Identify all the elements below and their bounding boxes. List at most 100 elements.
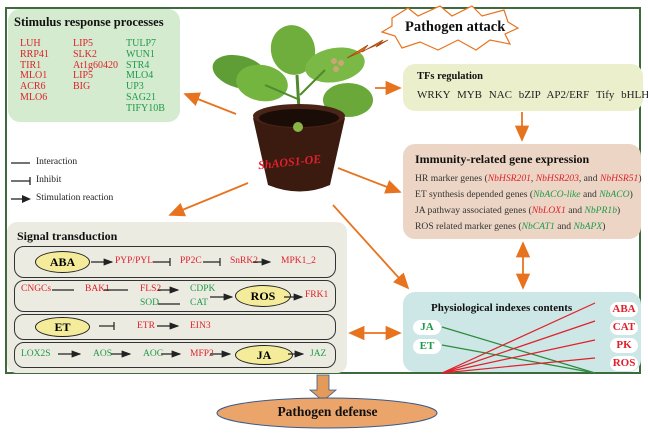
sep: and xyxy=(580,189,600,200)
pathway-node: CDPK xyxy=(190,284,216,294)
gene-label: MLO6 xyxy=(20,91,48,103)
pathway-node: LOX2S xyxy=(21,349,51,359)
down-block-arrow-icon xyxy=(308,374,338,402)
correlation-line-pk xyxy=(441,339,596,374)
row-suffix: ) xyxy=(638,173,642,184)
immunity-box: Immunity-related gene expression HR mark… xyxy=(403,144,642,239)
gene-label: LUH xyxy=(20,38,41,49)
stimulus-response-box: Stimulus response processes LUH RRP41 TI… xyxy=(8,9,180,122)
ros-hormone-node: ROS xyxy=(235,285,291,307)
defense-ellipse-icon xyxy=(216,397,438,429)
stimulation-arrowhead-icon xyxy=(22,195,31,203)
correlation-line-et xyxy=(441,344,596,374)
row-prefix: HR marker genes ( xyxy=(415,173,488,184)
gene-label: MLO1 xyxy=(20,70,48,82)
pathway-node: AOS xyxy=(93,349,113,359)
pathway-node: FLS2 xyxy=(140,284,162,294)
gene-name: NbPR1b xyxy=(584,205,617,216)
pathway-node: PP2C xyxy=(180,256,202,266)
gene-label: LIP5 xyxy=(73,38,93,49)
tfs-list: WRKY MYB NAC bZIP AP2/ERF Tify bHLH xyxy=(417,89,648,101)
pathway-node: ETR xyxy=(137,321,155,331)
physio-left-ja: JA xyxy=(413,320,441,335)
gene-label: BIG xyxy=(73,81,91,93)
physio-right-pk: PK xyxy=(610,338,638,353)
legend-stimulation: Stimulation reaction xyxy=(36,193,114,203)
gene-name: NbLOX1 xyxy=(531,205,566,216)
pathway-node: SOD xyxy=(140,298,160,308)
physio-title: Physiological indexes contents xyxy=(431,302,573,314)
gene-label: WUN1 xyxy=(126,48,155,60)
pathway-node: FRK1 xyxy=(305,290,329,300)
ja-hormone-node: JA xyxy=(235,345,293,365)
pathway-node: EIN3 xyxy=(190,321,211,331)
aba-hormone-node: ABA xyxy=(35,251,90,273)
gene-label: LIP5 xyxy=(73,70,93,82)
pathway-node: CAT xyxy=(190,298,208,308)
correlation-line-aba xyxy=(441,302,596,374)
pathogen-attack-label: Pathogen attack xyxy=(405,19,506,35)
gene-name: NbACO xyxy=(599,189,630,200)
sep: , xyxy=(530,173,536,184)
gene-name: NbCAT1 xyxy=(521,221,555,232)
pathway-node: SnRK2 xyxy=(230,256,258,266)
legend-interaction: Interaction xyxy=(36,157,78,167)
immunity-title: Immunity-related gene expression xyxy=(415,152,590,166)
gene-label: At1g60420 xyxy=(73,59,118,71)
tfs-regulation-box: TFs regulation WRKY MYB NAC bZIP AP2/ERF… xyxy=(403,64,648,111)
immunity-row: ROS related marker genes (NbCAT1 and NbA… xyxy=(415,221,605,232)
row-prefix: ROS related marker genes ( xyxy=(415,221,522,232)
pathway-node: JAZ xyxy=(310,349,327,359)
gene-label: STR4 xyxy=(126,59,150,71)
immunity-row: JA pathway associated genes (NbLOX1 and … xyxy=(415,205,620,216)
gene-label: TIR1 xyxy=(20,59,42,71)
physio-right-cat: CAT xyxy=(610,320,638,335)
gene-label: TIFY10B xyxy=(126,102,165,114)
gene-name: NbHSR201 xyxy=(487,173,531,184)
sep: and xyxy=(554,221,574,232)
immunity-row: ET synthesis depended genes (NbACO-like … xyxy=(415,189,633,200)
row-suffix: ) xyxy=(602,221,606,232)
pathway-node: MFP2 xyxy=(190,349,214,359)
gene-label: TULP7 xyxy=(126,38,156,49)
signal-title: Signal transduction xyxy=(17,229,118,243)
gene-name: NbACO-like xyxy=(533,189,581,200)
immunity-row: HR marker genes (NbHSR201, NbHSR203, and… xyxy=(415,173,642,184)
sep: and xyxy=(565,205,585,216)
arrow-plant-to-immunity xyxy=(337,167,402,194)
gene-label: RRP41 xyxy=(20,48,49,60)
correlation-line-ja xyxy=(441,326,596,374)
pathway-node: PYP/PYL xyxy=(115,256,154,266)
correlation-line-ros xyxy=(441,357,596,374)
row-prefix: JA pathway associated genes ( xyxy=(415,205,532,216)
ja-pathway-lane: LOX2S AOS AOC MFP2 JA JAZ xyxy=(14,342,336,368)
arrow-to-stimulus xyxy=(183,92,237,115)
aba-pathway-lane: ABA PYP/PYL PP2C SnRK2 MPK1_2 xyxy=(14,246,336,278)
pathway-node: CNGCs xyxy=(21,284,52,294)
physio-right-aba: ABA xyxy=(610,302,638,317)
correlation-line-cat xyxy=(441,320,596,374)
sep: , and xyxy=(578,173,600,184)
arrow-to-signal xyxy=(168,182,249,217)
row-suffix: ) xyxy=(629,189,633,200)
pathway-node: BAK1 xyxy=(85,284,110,294)
gene-name: NbHSR203 xyxy=(535,173,579,184)
row-prefix: ET synthesis depended genes ( xyxy=(415,189,534,200)
lightning-bolt-icon xyxy=(346,39,389,59)
legend-inhibit: Inhibit xyxy=(36,175,62,185)
plant-pot-icon xyxy=(253,104,345,192)
gene-label: MLO4 xyxy=(126,70,154,82)
physio-right-ros: ROS xyxy=(610,356,638,371)
physiological-box: Physiological indexes contents JA ET ABA… xyxy=(403,292,641,372)
starburst-icon xyxy=(380,5,520,51)
gene-label: UP3 xyxy=(126,81,144,93)
stimulus-title: Stimulus response processes xyxy=(14,15,164,29)
gene-label: SAG21 xyxy=(126,91,157,103)
plant-leaves-icon xyxy=(212,25,373,131)
gene-name: NbAPX xyxy=(573,221,603,232)
stimulus-col3: TULP7 WUN1 STR4 MLO4 UP3 SAG21 TIFY10B xyxy=(126,38,165,115)
gene-label: SLK2 xyxy=(73,48,97,60)
